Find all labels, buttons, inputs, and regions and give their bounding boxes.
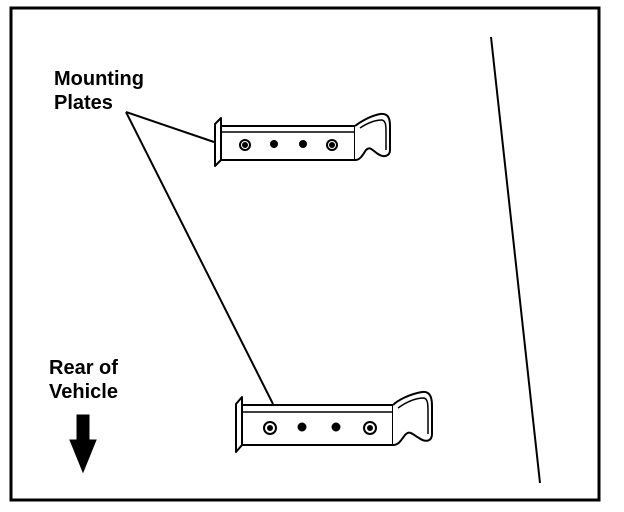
mounting-plates-label-line2: Plates xyxy=(54,92,113,114)
rear-of-vehicle-label-line2: Vehicle xyxy=(49,381,118,403)
mounting-plate-lower xyxy=(235,390,433,453)
rear-of-vehicle-label-line1: Rear of xyxy=(49,357,118,379)
plate-hole xyxy=(242,142,248,148)
vehicle-body-edge-line xyxy=(490,36,541,484)
plate-hook-curl xyxy=(359,119,387,150)
plate-hole xyxy=(329,142,335,148)
plate-hook-curl xyxy=(397,397,429,434)
mounting-plates-label: Mounting Plates xyxy=(54,67,144,115)
plate-hole xyxy=(267,425,273,431)
leader-line-upper-plate xyxy=(125,111,215,143)
rear-of-vehicle-label: Rear of Vehicle xyxy=(49,356,118,404)
leader-lines xyxy=(125,111,274,405)
plate-hole xyxy=(331,422,341,432)
plate-hole xyxy=(270,140,278,148)
plate-hole xyxy=(299,140,307,148)
plate-hole xyxy=(297,422,307,432)
plate-hole xyxy=(367,425,373,431)
mounting-plate-upper xyxy=(214,112,391,167)
mounting-plates-label-line1: Mounting xyxy=(54,68,144,90)
leader-line-lower-plate xyxy=(125,111,274,405)
arrow-down-icon xyxy=(69,414,97,474)
